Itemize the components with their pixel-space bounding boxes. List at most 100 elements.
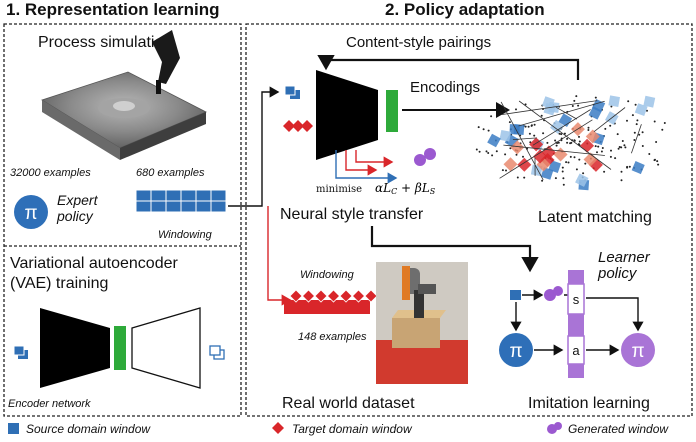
latent-target-marker [553,147,568,162]
generated-window-icon [414,148,436,166]
latent-source-marker [487,133,501,148]
latent-dot [628,165,631,168]
latent-target-marker [510,140,525,155]
latent-dot [610,149,612,152]
latent-match-line [501,100,598,115]
latent-dot [578,140,581,143]
latent-dot [540,114,543,117]
latent-dot [577,143,580,146]
source-windows-grid [135,189,227,213]
latent-dot [515,153,518,156]
loss-formula: αLC + βLS [375,181,436,196]
latent-target-marker [517,157,532,172]
latent-dot [600,150,603,153]
latent-source-marker [588,106,603,120]
latent-dot [641,131,644,134]
latent-dot [491,154,494,157]
latent-dot [584,162,587,165]
legend-source-label: Source domain window [26,422,151,436]
legend-target-label: Target domain window [292,422,413,436]
latent-dot [604,127,607,130]
latent-dot [634,103,637,106]
content-loss-arrow [355,150,394,168]
latent-match-line [518,100,612,170]
examples-148-label: 148 examples [298,331,367,343]
latent-dot [504,153,507,156]
learner-pi-symbol: π [631,341,644,362]
latent-dot [596,151,598,154]
latent-dot [524,103,527,106]
latent-dot [573,156,576,159]
legend-generated-swatch [547,422,562,434]
action-label: a [572,343,580,358]
imitation-expert-pi-icon [499,333,533,367]
latent-dot [558,132,561,135]
latent-dot [515,108,517,111]
latent-dot [594,145,597,148]
latent-dot [609,124,612,127]
real-world-input-arrow [267,206,292,306]
latent-dot [495,150,498,153]
latent-match-line [503,144,605,156]
latent-dot [528,132,531,135]
expert-policy-label-line1: Expert [57,192,99,208]
latent-target-marker [533,149,548,164]
source-loss-arrow [335,150,398,184]
latent-dot [648,153,651,155]
state-to-learner-arrow [586,297,644,332]
latent-dot [575,95,578,98]
latent-dot [636,119,639,122]
latent-dot [490,115,493,118]
latent-match-line [532,109,591,146]
target-windows-band [284,300,370,314]
latent-dot [610,105,613,108]
latent-dot [573,139,576,142]
latent-target-marker [583,152,598,167]
latent-source-marker [643,95,656,108]
nst-to-imitation-arrow [370,226,539,273]
latent-dot [623,144,626,147]
latent-source-marker [513,124,525,136]
latent-dot [522,155,524,158]
latent-source-marker [548,160,562,173]
latent-dot [620,146,623,149]
latent-target-marker [585,129,600,144]
latent-dot [656,160,659,163]
latent-dot [577,104,580,107]
pairings-feedback-arrow [317,54,580,80]
latent-dot [620,179,623,182]
latent-dot [609,155,612,158]
latent-dot [561,170,564,173]
left-windowing-label: Windowing [158,229,213,241]
latent-source-marker [549,119,565,134]
latent-dot [501,169,504,172]
latent-dot [485,150,488,153]
state-label: s [573,292,580,307]
vae-input-window-icon [13,345,28,359]
legend: Source domain window Target domain windo… [8,422,669,436]
latent-source-marker [608,95,620,107]
latent-source-marker [634,103,648,117]
legend-generated-label: Generated window [568,422,669,436]
nst-source-window-icon [284,85,300,99]
style-loss-arrow [345,150,378,176]
latent-dot [554,139,557,142]
latent-dot [561,166,564,169]
latent-dot [505,169,507,172]
latent-matching-scatter [475,95,666,191]
latent-source-marker [558,113,573,128]
imitation-source-window [510,290,521,300]
latent-dot [566,141,569,144]
latent-dot [578,158,581,161]
latent-source-marker [499,129,512,142]
expert-pi-symbol: π [24,203,37,224]
latent-dot [624,146,627,149]
latent-dot [587,129,590,131]
latent-dot [562,183,565,186]
latent-dot [654,158,656,161]
latent-dot [478,150,481,153]
latent-dot [635,123,638,126]
learner-policy-label-line2: policy [597,265,638,282]
latent-dot [657,163,660,166]
latent-dot [516,176,519,179]
